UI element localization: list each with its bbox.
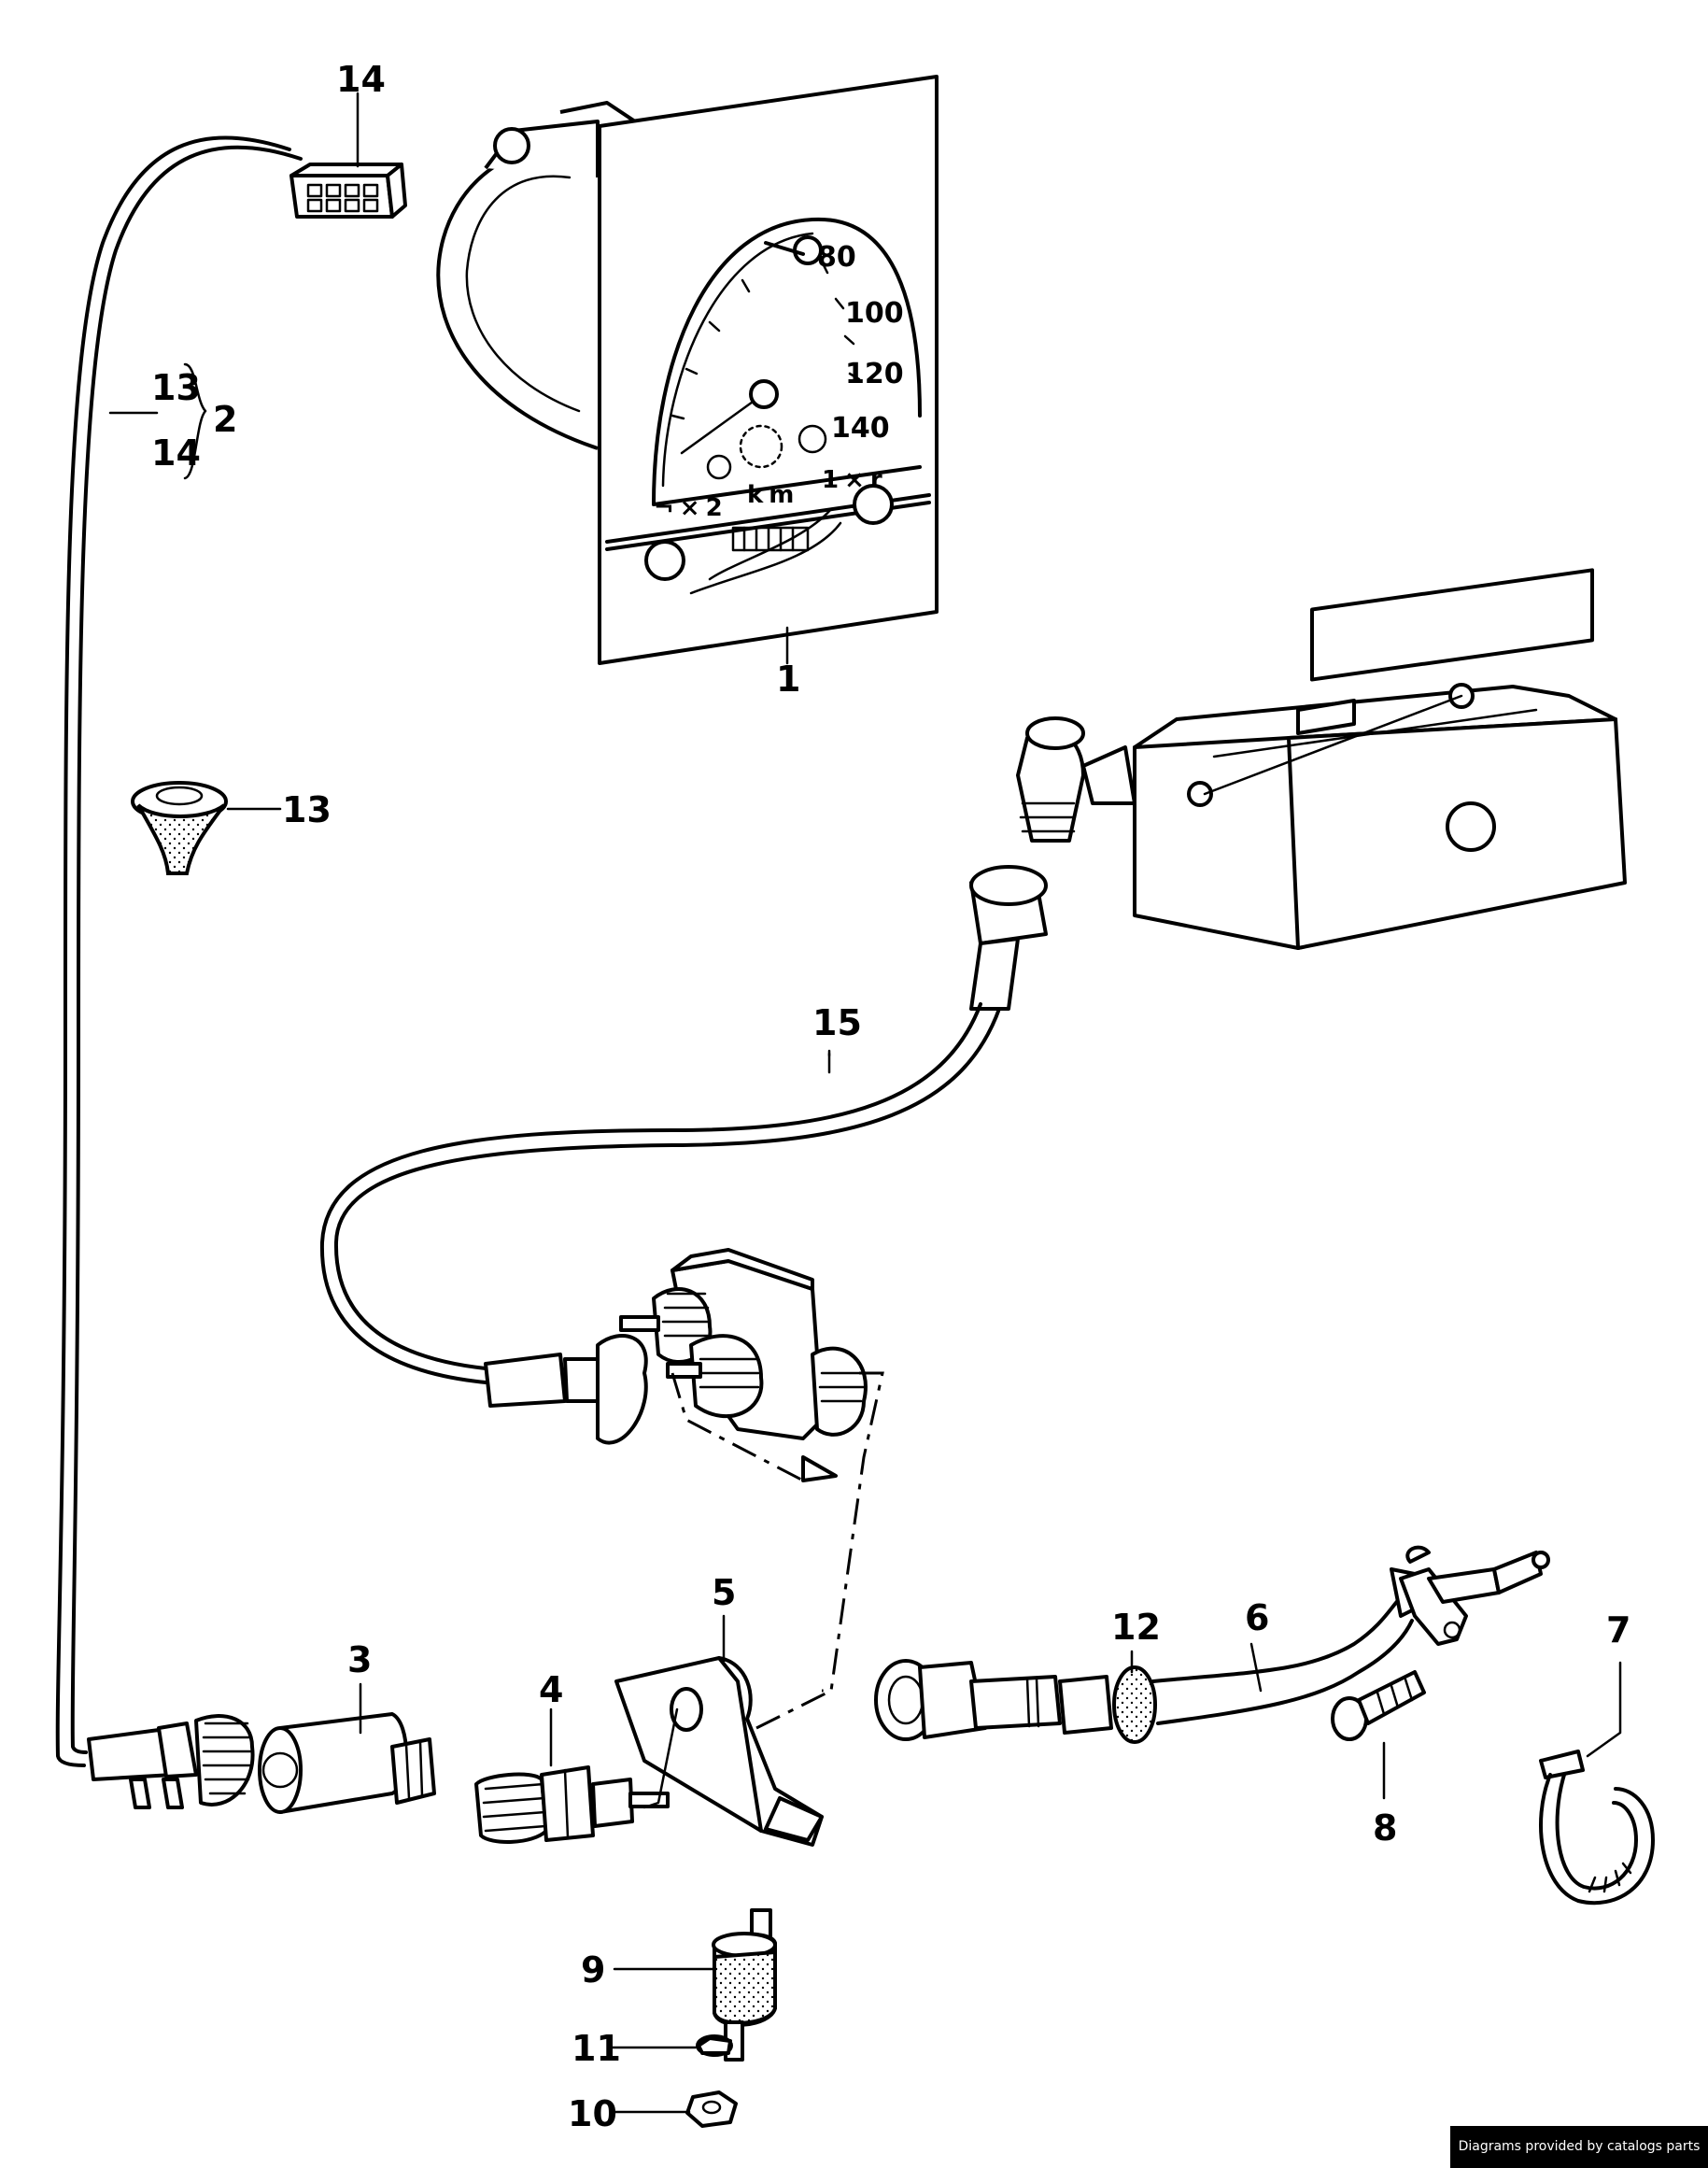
callout-4: 4 — [539, 1669, 563, 1710]
speed-140-label: 140 — [831, 412, 890, 445]
unit-label: km — [747, 481, 799, 509]
screw-8 — [1331, 1670, 1426, 1741]
impulse-sender — [619, 1248, 884, 1693]
bracket-5 — [614, 1656, 824, 1847]
grommet-13 — [131, 781, 228, 875]
callout-2: 2 — [213, 399, 237, 440]
adapter-3 — [258, 1712, 436, 1814]
callout-10: 10 — [568, 2093, 617, 2134]
washer-11 — [696, 2034, 733, 2057]
sender-4 — [474, 1765, 670, 1844]
speed-120-label: 120 — [845, 358, 904, 390]
callout-9: 9 — [581, 1949, 605, 1991]
callout-13-bracket: 13 — [151, 367, 201, 408]
filter-9 — [712, 1908, 777, 2062]
callout-1: 1 — [776, 659, 800, 700]
callout-5: 5 — [712, 1572, 736, 1613]
callout-15: 15 — [812, 1002, 862, 1043]
recorder-unit — [1133, 568, 1627, 950]
speed-100-label: 100 — [845, 297, 904, 330]
leader-lines — [108, 92, 1622, 2114]
trip-reset-label: ¬×2 — [654, 494, 728, 522]
callout-8: 8 — [1373, 1807, 1397, 1849]
cable-tie-7 — [1539, 1750, 1655, 1906]
callout-14-bracket: 14 — [151, 432, 201, 474]
speedometer-face: 80 100 120 140 ¬×2 km 1×r — [598, 75, 939, 665]
diagram-credit: Diagrams provided by catalogs parts — [1450, 2126, 1708, 2168]
nut-10 — [685, 2090, 738, 2128]
speed-80-label: 80 — [817, 241, 856, 274]
speedometer-housing — [436, 101, 637, 450]
callout-6: 6 — [1245, 1597, 1269, 1638]
trip-reset-knob — [644, 540, 685, 581]
clock-set-knob — [853, 484, 894, 525]
speedometer-cable-15 — [319, 716, 1136, 1445]
cable-6 — [874, 1545, 1550, 1744]
callout-11: 11 — [572, 2028, 621, 2069]
callout-14-top: 14 — [336, 59, 386, 100]
callout-7: 7 — [1606, 1609, 1630, 1651]
callout-3: 3 — [347, 1639, 372, 1680]
callout-12: 12 — [1111, 1607, 1161, 1648]
harness-plug — [87, 1714, 255, 1809]
harness-connector — [289, 163, 407, 219]
callout-13-grommet: 13 — [282, 789, 332, 830]
grommet-12 — [1112, 1665, 1157, 1744]
wiring-harness — [55, 135, 303, 1767]
